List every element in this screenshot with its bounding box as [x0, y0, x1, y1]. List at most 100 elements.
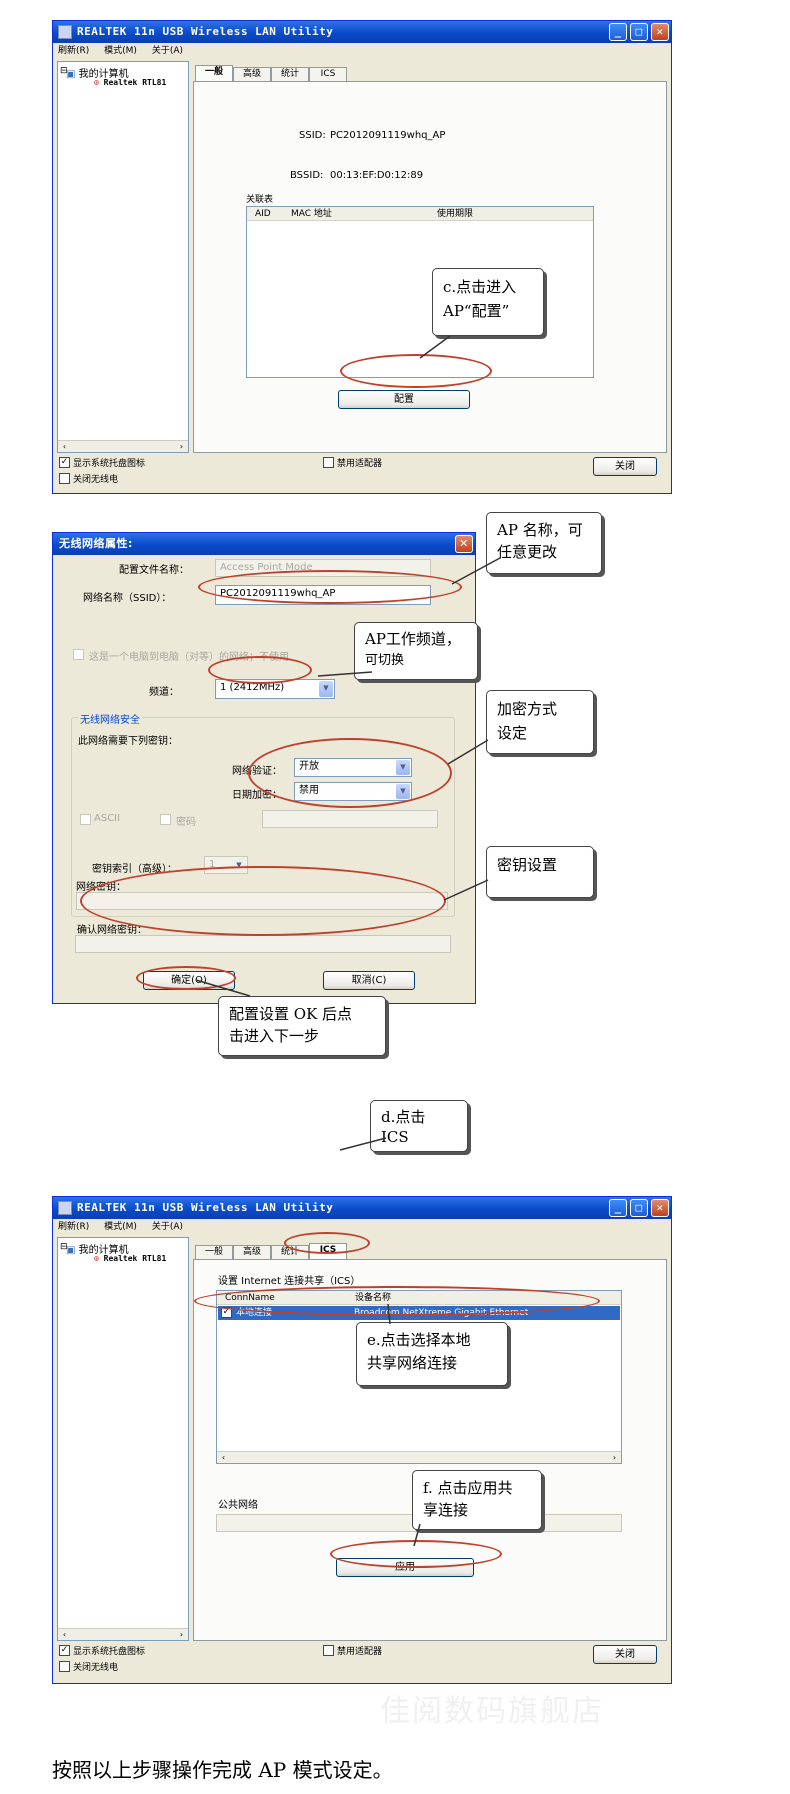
tab-general[interactable]: 一般 — [195, 65, 233, 81]
menu-mode[interactable]: 模式(M) — [104, 46, 137, 56]
public-network-label: 公共网络 — [218, 1500, 258, 1511]
confirm-key-label: 确认网络密钥： — [77, 925, 147, 936]
password-checkbox[interactable] — [160, 814, 171, 825]
tree-adapter[interactable]: ⊙ Realtek RTL81 — [94, 78, 167, 87]
list-scrollbar[interactable]: ‹ › — [217, 1451, 621, 1463]
callout-f: f. 点击应用共享连接 — [412, 1470, 542, 1530]
menu-about[interactable]: 关于(A) — [151, 1222, 184, 1232]
adhoc-label: 这是一个电脑到电脑（对等）的网络；不使用 — [89, 652, 289, 663]
ssid-value: PC2012091119whq_AP — [330, 130, 446, 141]
app-icon — [58, 1201, 72, 1215]
scroll-left-icon[interactable]: ‹ — [62, 1630, 67, 1639]
menu-mode[interactable]: 模式(M) — [104, 1222, 137, 1232]
tab-strip: 一般 高级 统计 ICS — [193, 65, 393, 81]
maximize-button[interactable]: □ — [630, 23, 648, 41]
col-aid[interactable]: AID — [255, 209, 271, 219]
app-icon — [58, 25, 72, 39]
dialog-title: 无线网络属性: — [59, 537, 133, 550]
col-expire[interactable]: 使用期限 — [437, 209, 474, 219]
window-title: REALTEK 11n USB Wireless LAN Utility — [77, 1201, 334, 1214]
adhoc-checkbox[interactable] — [73, 649, 84, 660]
adapter-icon: ⊙ — [94, 78, 99, 87]
scroll-right-icon[interactable]: › — [179, 442, 184, 451]
scroll-right-icon[interactable]: › — [179, 1630, 184, 1639]
scroll-left-icon[interactable]: ‹ — [62, 442, 67, 451]
password-field[interactable] — [262, 810, 438, 828]
adapter-icon: ⊙ — [94, 1254, 99, 1263]
tree-root[interactable]: ▣ 我的计算机 — [66, 69, 129, 80]
highlight-key — [80, 866, 446, 936]
tree-scrollbar[interactable]: ‹ › — [58, 1628, 188, 1640]
collapse-icon[interactable]: ⊟ — [60, 66, 68, 76]
highlight-ok — [136, 966, 236, 990]
highlight-apply — [330, 1540, 502, 1568]
confirm-key-field[interactable] — [75, 935, 451, 953]
callout-key: 密钥设置 — [486, 846, 594, 898]
highlight-adhoc — [208, 656, 312, 684]
utility-window-general: REALTEK 11n USB Wireless LAN Utility _ □… — [52, 20, 672, 494]
close-icon[interactable]: ✕ — [651, 23, 669, 41]
highlight-list-header — [194, 1286, 600, 1316]
channel-label: 频道： — [149, 687, 179, 698]
maximize-button[interactable]: □ — [630, 1199, 648, 1217]
close-radio-checkbox[interactable] — [59, 1661, 70, 1672]
dialog-close-icon[interactable]: ✕ — [455, 535, 473, 553]
password-label: 密码 — [176, 817, 196, 828]
disable-adapter-checkbox[interactable] — [323, 457, 334, 468]
highlight-encrypt — [248, 738, 452, 808]
callout-encrypt: 加密方式设定 — [486, 690, 594, 754]
bssid-value: 00:13:EF:D0:12:89 — [330, 170, 424, 181]
cancel-button[interactable]: 取消(C) — [323, 971, 415, 990]
tree-scrollbar[interactable]: ‹ › — [58, 440, 188, 452]
close-button[interactable]: 关闭 — [593, 1645, 657, 1664]
ssid-label: 网络名称（SSID）： — [83, 593, 172, 604]
scroll-right-icon[interactable]: › — [612, 1453, 617, 1462]
tab-ics[interactable]: ICS — [309, 67, 347, 81]
dialog-title-bar: 无线网络属性: ✕ — [53, 533, 475, 555]
minimize-button[interactable]: _ — [609, 1199, 627, 1217]
disable-adapter-label: 禁用适配器 — [337, 1647, 383, 1657]
computer-icon: ▣ — [66, 69, 76, 80]
scroll-left-icon[interactable]: ‹ — [221, 1453, 226, 1462]
show-tray-checkbox[interactable]: ✓ — [59, 1645, 70, 1656]
security-hint: 此网络需要下列密钥： — [78, 736, 178, 747]
menu-refresh[interactable]: 刷新(R) — [58, 1222, 90, 1232]
menu-refresh[interactable]: 刷新(R) — [58, 46, 90, 56]
disable-adapter-label: 禁用适配器 — [337, 459, 383, 469]
tab-advanced[interactable]: 高级 — [233, 67, 271, 81]
close-radio-label: 关闭无线电 — [73, 475, 119, 485]
chevron-down-icon[interactable]: ▼ — [319, 681, 333, 697]
close-radio-label: 关闭无线电 — [73, 1663, 119, 1673]
show-tray-label: 显示系统托盘图标 — [73, 1647, 146, 1657]
security-group-title: 无线网络安全 — [78, 711, 142, 726]
device-tree: ⊟ ▣ 我的计算机 ⊙ Realtek RTL81 ‹ › — [57, 1237, 189, 1641]
disable-adapter-checkbox[interactable] — [323, 1645, 334, 1656]
menu-about[interactable]: 关于(A) — [151, 46, 184, 56]
close-button[interactable]: 关闭 — [593, 457, 657, 476]
watermark: 佳阅数码旗舰店 — [380, 1694, 604, 1729]
minimize-button[interactable]: _ — [609, 23, 627, 41]
tab-advanced[interactable]: 高级 — [233, 1245, 271, 1259]
close-radio-checkbox[interactable] — [59, 473, 70, 484]
computer-icon: ▣ — [66, 1245, 76, 1256]
tree-root[interactable]: ▣ 我的计算机 — [66, 1245, 129, 1256]
callout-ok: 配置设置 OK 后点击进入下一步 — [218, 996, 386, 1056]
window-title: REALTEK 11n USB Wireless LAN Utility — [77, 25, 334, 38]
tab-stats[interactable]: 统计 — [271, 67, 309, 81]
collapse-icon[interactable]: ⊟ — [60, 1242, 68, 1252]
profile-label: 配置文件名称： — [119, 565, 189, 576]
show-tray-checkbox[interactable]: ✓ — [59, 457, 70, 468]
col-mac[interactable]: MAC 地址 — [291, 209, 332, 219]
tree-adapter[interactable]: ⊙ Realtek RTL81 — [94, 1254, 167, 1263]
ascii-checkbox[interactable] — [80, 814, 91, 825]
highlight-ssid — [198, 570, 462, 604]
menu-bar: 刷新(R) 模式(M) 关于(A) — [54, 1219, 670, 1235]
close-icon[interactable]: ✕ — [651, 1199, 669, 1217]
config-button[interactable]: 配置 — [338, 390, 470, 409]
tab-general[interactable]: 一般 — [195, 1245, 233, 1259]
assoc-table-header: AID MAC 地址 使用期限 — [247, 207, 593, 221]
callout-e: e.点击选择本地共享网络连接 — [356, 1322, 508, 1386]
footer-text: 按照以上步骤操作完成 AP 模式设定。 — [52, 1758, 393, 1782]
